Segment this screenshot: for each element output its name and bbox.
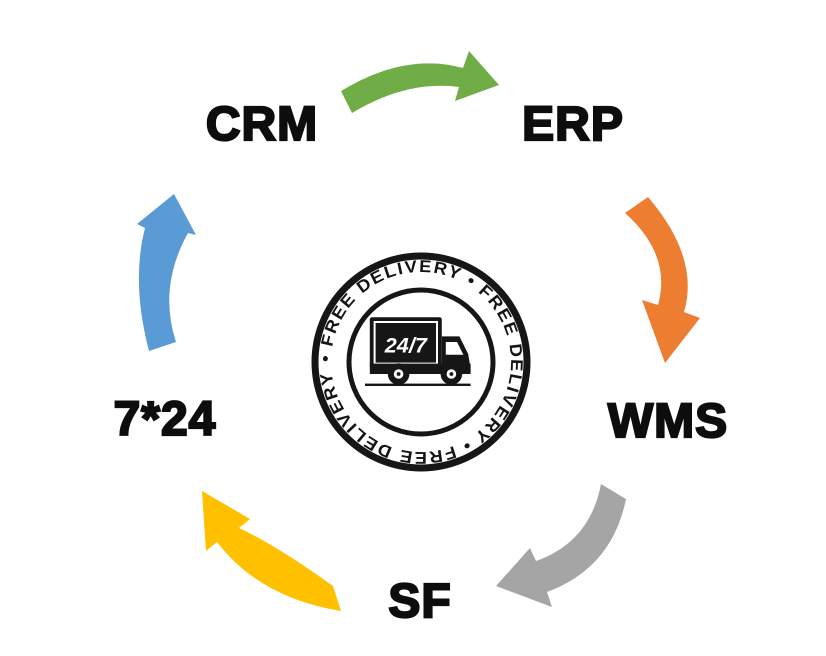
badge-inner-ring	[346, 287, 496, 437]
truck-ground-line	[365, 383, 471, 386]
node-label-erp: ERP	[522, 98, 624, 151]
badge-24-7-label: 24/7	[384, 332, 428, 357]
arrow-erp-to-wms	[625, 197, 700, 363]
truck-rear-wheel	[387, 363, 410, 385]
truck-cab-window	[445, 342, 464, 355]
arrow-crm-to-erp	[341, 51, 499, 113]
truck-front-wheel	[440, 363, 463, 385]
arrow-7x24-to-crm	[137, 194, 196, 351]
node-label-wms: WMS	[608, 395, 728, 448]
delivery-truck-icon: 24/7	[365, 317, 471, 386]
free-delivery-badge: • FREE DELIVERY • FREE DELIVERY • FREE D…	[311, 252, 531, 472]
arrow-sf-to-7x24	[202, 491, 341, 611]
node-label-crm: CRM	[206, 98, 318, 151]
arrow-wms-to-sf	[496, 484, 626, 607]
truck-chassis	[369, 363, 471, 374]
node-label-sf: SF	[388, 575, 451, 628]
badge-outer-ring	[311, 252, 531, 472]
node-label-7x24: 7*24	[114, 393, 217, 446]
truck-cargo-box	[369, 317, 442, 369]
